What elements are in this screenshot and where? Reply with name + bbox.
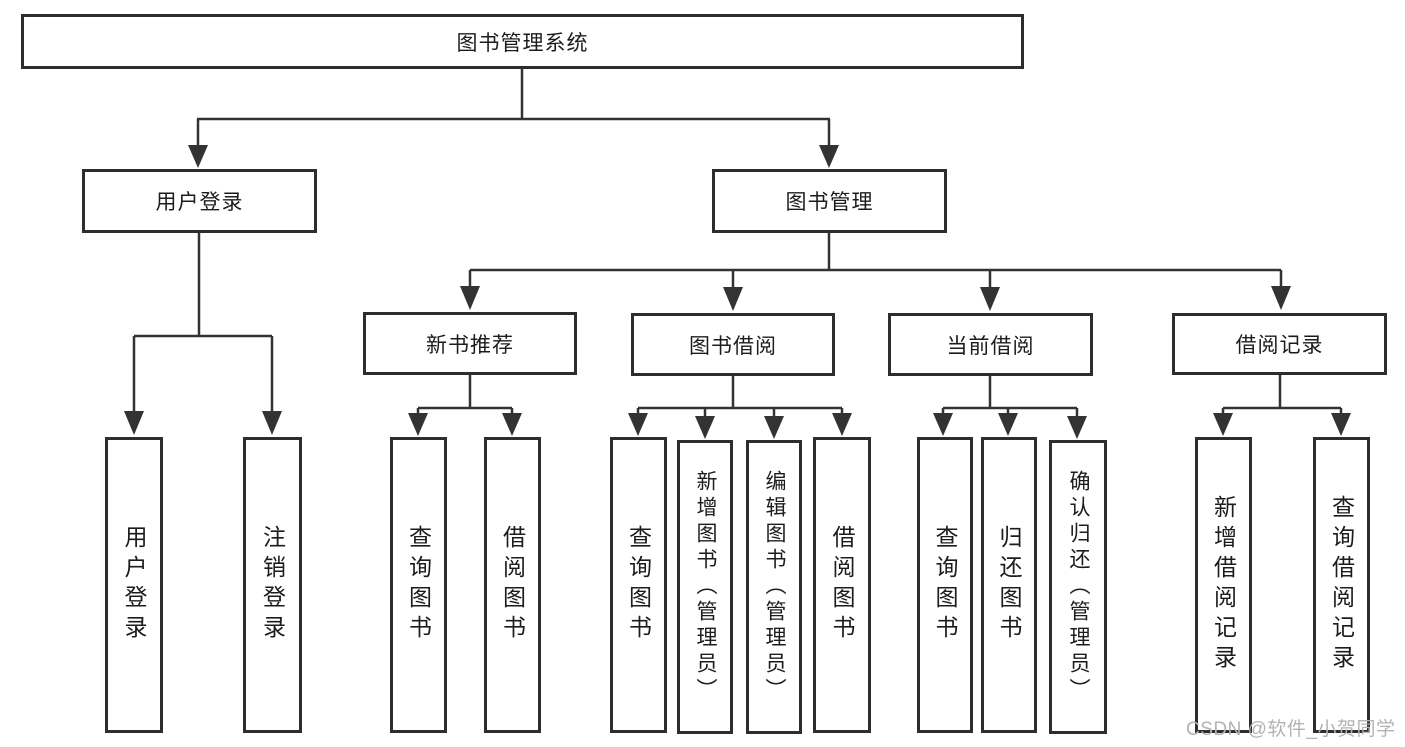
node-new-book-recommend: 新书推荐: [363, 312, 577, 375]
node-book-management: 图书管理: [712, 169, 947, 233]
leaf-query-books-recommend: 查询图书: [390, 437, 447, 733]
leaf-label: 查询图书: [625, 525, 652, 645]
leaf-label: 借阅图书: [829, 525, 855, 645]
node-user-login: 用户登录: [82, 169, 317, 233]
node-book-borrow: 图书借阅: [631, 313, 835, 376]
leaf-label: 注销登录: [259, 525, 286, 645]
leaf-label: 新增借阅记录: [1210, 495, 1237, 675]
csdn-watermark: CSDN @软件_小贺同学: [1186, 719, 1396, 740]
leaf-query-books-borrow: 查询图书: [610, 437, 667, 733]
leaf-label: 归还图书: [996, 525, 1022, 645]
leaf-add-borrow-record: 新增借阅记录: [1195, 437, 1252, 733]
leaf-label: 查询借阅记录: [1328, 495, 1355, 675]
leaf-label: 查询图书: [932, 525, 958, 645]
leaf-label: 查询图书: [405, 525, 432, 645]
leaf-logout: 注销登录: [243, 437, 302, 733]
leaf-label: 确认归还（管理员）: [1067, 470, 1090, 704]
leaf-confirm-return-admin: 确认归还（管理员）: [1049, 440, 1107, 734]
leaf-label: 新增图书（管理员）: [694, 470, 717, 704]
node-current-borrow: 当前借阅: [888, 313, 1093, 376]
leaf-query-books-current: 查询图书: [917, 437, 973, 733]
leaf-label: 借阅图书: [499, 525, 526, 645]
leaf-borrow-books: 借阅图书: [813, 437, 871, 733]
leaf-query-borrow-record: 查询借阅记录: [1313, 437, 1370, 733]
leaf-edit-books-admin: 编辑图书（管理员）: [746, 440, 802, 734]
leaf-user-login: 用户登录: [105, 437, 163, 733]
node-borrow-records: 借阅记录: [1172, 313, 1387, 375]
leaf-label: 用户登录: [121, 525, 147, 645]
leaf-return-books: 归还图书: [981, 437, 1037, 733]
leaf-borrow-books-recommend: 借阅图书: [484, 437, 541, 733]
node-library-system: 图书管理系统: [21, 14, 1024, 69]
leaf-label: 编辑图书（管理员）: [763, 470, 786, 704]
leaf-add-books-admin: 新增图书（管理员）: [677, 440, 733, 734]
